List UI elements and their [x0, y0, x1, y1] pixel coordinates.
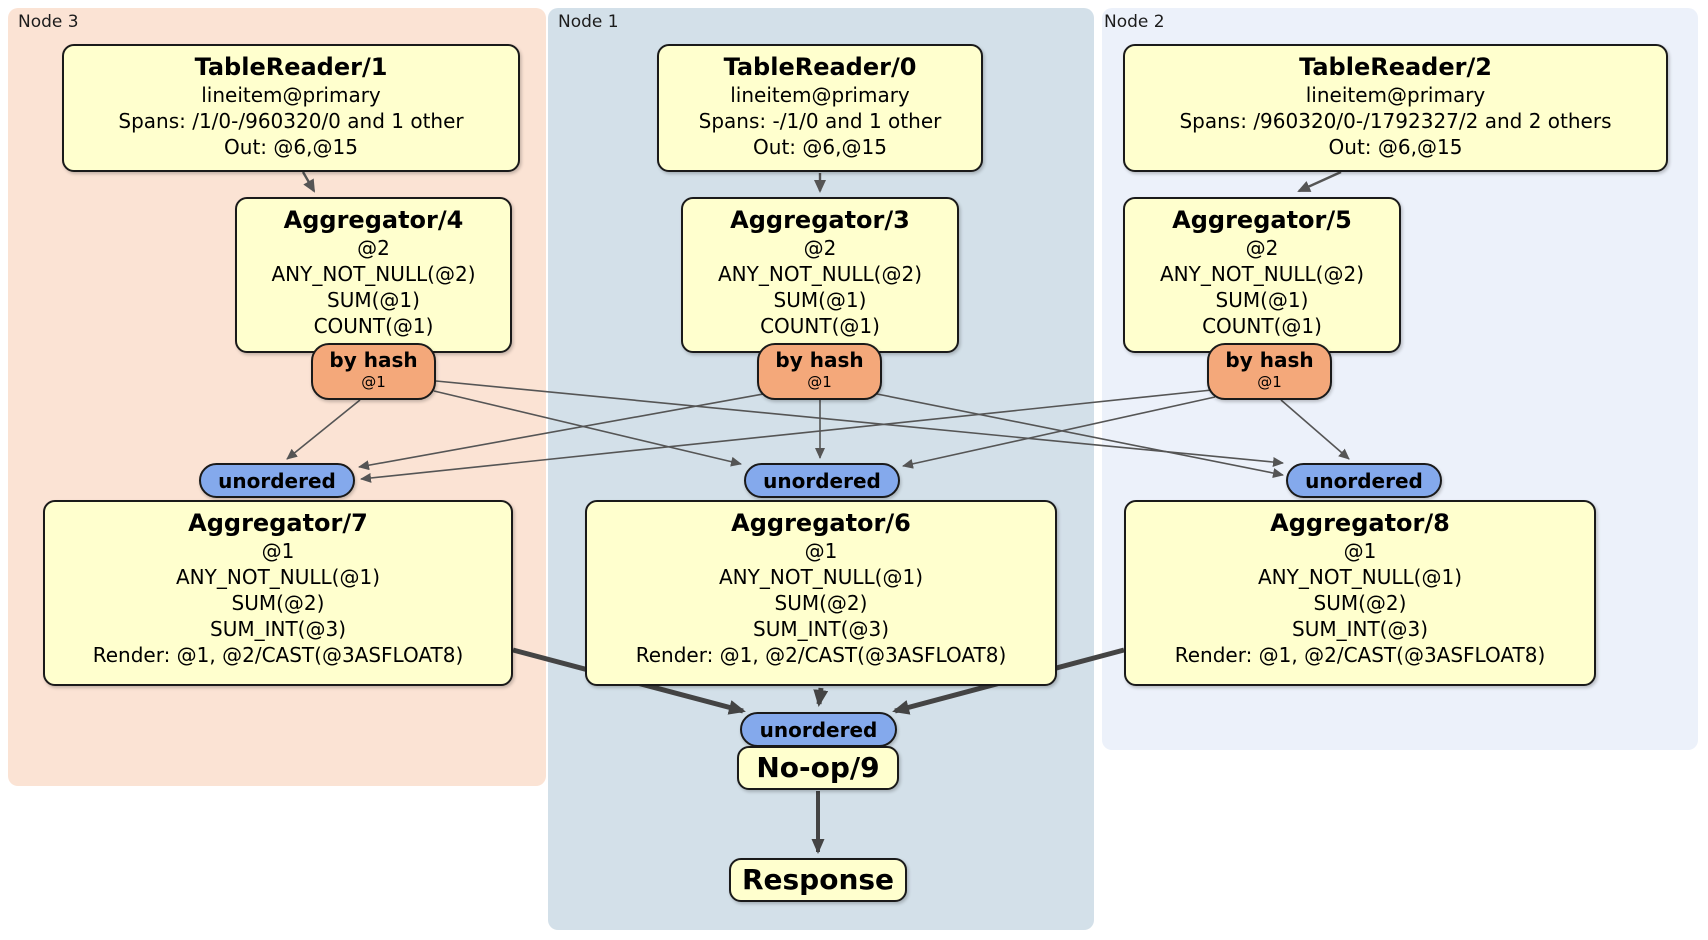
hash-router-node1: by hash @1	[757, 343, 882, 400]
render-expr: Render: @1, @2/CAST(@3ASFLOAT8)	[1174, 643, 1546, 667]
agg-fn: ANY_NOT_NULL(@1)	[1258, 565, 1462, 589]
aggregator-8-box: Aggregator/8 @1 ANY_NOT_NULL(@1) SUM(@2)…	[1124, 500, 1596, 686]
node3-label: Node 3	[18, 12, 79, 32]
group-columns: @2	[803, 236, 837, 260]
agg-fn: ANY_NOT_NULL(@2)	[1160, 262, 1364, 286]
unordered-sync-output: unordered	[740, 712, 897, 747]
agg-fn: SUM_INT(@3)	[1292, 617, 1428, 641]
group-columns: @1	[261, 539, 295, 563]
agg-fn: SUM(@1)	[327, 288, 420, 312]
processor-title: Aggregator/6	[731, 509, 911, 537]
agg-fn: SUM(@1)	[1215, 288, 1309, 312]
group-columns: @1	[804, 539, 838, 563]
unordered-sync-node3: unordered	[199, 463, 355, 498]
router-label: by hash	[1225, 348, 1314, 372]
aggregator-7-box: Aggregator/7 @1 ANY_NOT_NULL(@1) SUM(@2)…	[43, 500, 513, 686]
router-label: by hash	[775, 348, 864, 372]
out-columns: Out: @6,@15	[1328, 135, 1463, 159]
group-columns: @1	[1343, 539, 1377, 563]
processor-title: Aggregator/8	[1270, 509, 1450, 537]
group-columns: @2	[357, 236, 390, 260]
processor-title: Aggregator/5	[1172, 206, 1352, 234]
router-arg: @1	[1257, 373, 1282, 391]
table-index: lineitem@primary	[730, 83, 910, 107]
table-index: lineitem@primary	[201, 83, 381, 107]
aggregator-4-box: Aggregator/4 @2 ANY_NOT_NULL(@2) SUM(@1)…	[235, 197, 512, 353]
agg-fn: SUM_INT(@3)	[753, 617, 889, 641]
aggregator-5-box: Aggregator/5 @2 ANY_NOT_NULL(@2) SUM(@1)…	[1123, 197, 1401, 353]
out-columns: Out: @6,@15	[753, 135, 887, 159]
group-columns: @2	[1245, 236, 1279, 260]
node2-label: Node 2	[1104, 12, 1165, 32]
agg-fn: SUM(@2)	[231, 591, 325, 615]
agg-fn: ANY_NOT_NULL(@1)	[176, 565, 380, 589]
agg-fn: ANY_NOT_NULL(@2)	[718, 262, 922, 286]
render-expr: Render: @1, @2/CAST(@3ASFLOAT8)	[635, 643, 1007, 667]
processor-title: Aggregator/7	[188, 509, 368, 537]
out-columns: Out: @6,@15	[224, 135, 358, 159]
processor-title: Aggregator/4	[283, 206, 464, 234]
agg-fn: COUNT(@1)	[760, 314, 880, 338]
render-expr: Render: @1, @2/CAST(@3ASFLOAT8)	[92, 643, 464, 667]
node1-label: Node 1	[558, 12, 619, 32]
response-box: Response	[729, 858, 907, 902]
agg-fn: ANY_NOT_NULL(@1)	[719, 565, 923, 589]
noop-box: No-op/9	[737, 746, 899, 790]
aggregator-3-box: Aggregator/3 @2 ANY_NOT_NULL(@2) SUM(@1)…	[681, 197, 959, 353]
agg-fn: SUM_INT(@3)	[210, 617, 346, 641]
tablereader-2-box: TableReader/2 lineitem@primary Spans: /9…	[1123, 44, 1668, 172]
agg-fn: SUM(@2)	[774, 591, 868, 615]
spans: Spans: /960320/0-/1792327/2 and 2 others	[1179, 109, 1612, 133]
spans: Spans: /1/0-/960320/0 and 1 other	[118, 109, 464, 133]
processor-title: TableReader/2	[1299, 53, 1492, 81]
agg-fn: COUNT(@1)	[313, 314, 434, 338]
processor-title: TableReader/1	[194, 53, 388, 81]
router-arg: @1	[807, 373, 832, 391]
router-label: by hash	[329, 348, 418, 372]
aggregator-6-box: Aggregator/6 @1 ANY_NOT_NULL(@1) SUM(@2)…	[585, 500, 1057, 686]
agg-fn: ANY_NOT_NULL(@2)	[271, 262, 476, 286]
processor-title: TableReader/0	[723, 53, 917, 81]
processor-title: Aggregator/3	[730, 206, 910, 234]
agg-fn: SUM(@1)	[773, 288, 867, 312]
hash-router-node3: by hash @1	[311, 343, 436, 400]
processor-title: No-op/9	[756, 751, 880, 784]
unordered-sync-node1: unordered	[744, 463, 900, 498]
router-arg: @1	[361, 373, 386, 391]
agg-fn: COUNT(@1)	[1202, 314, 1322, 338]
processor-title: Response	[741, 863, 895, 896]
table-index: lineitem@primary	[1305, 83, 1486, 107]
tablereader-1-box: TableReader/1 lineitem@primary Spans: /1…	[62, 44, 520, 172]
hash-router-node2: by hash @1	[1207, 343, 1332, 400]
unordered-sync-node2: unordered	[1286, 463, 1442, 498]
spans: Spans: -/1/0 and 1 other	[698, 109, 942, 133]
tablereader-0-box: TableReader/0 lineitem@primary Spans: -/…	[657, 44, 983, 172]
agg-fn: SUM(@2)	[1313, 591, 1407, 615]
